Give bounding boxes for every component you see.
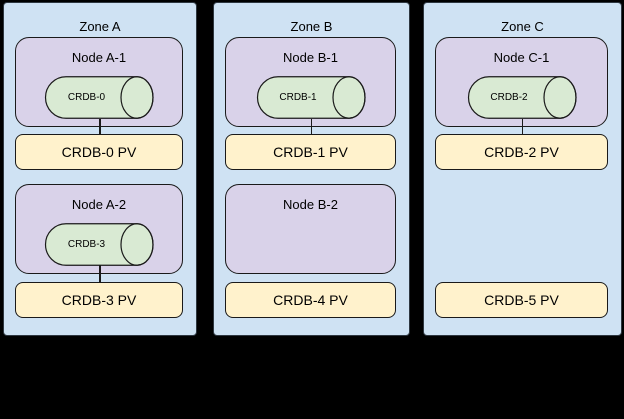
pv-box-crdb-2: CRDB-2 PV (435, 134, 608, 170)
pod-pv-connector (99, 265, 101, 283)
pod-cylinder-crdb-1: CRDB-1 (256, 76, 366, 119)
pod-label: CRDB-2 (490, 92, 528, 103)
node-title: Node B-2 (283, 197, 338, 212)
pv-label: CRDB-5 PV (484, 292, 559, 308)
cylinder-shape (467, 76, 577, 119)
zone-a: Zone A Node A-1 CRDB-0 CRDB-0 PV Node A-… (3, 2, 197, 336)
pod-pv-connector (310, 119, 312, 135)
node-title: Node A-2 (71, 197, 127, 212)
node-b2-empty: Node B-2 (225, 184, 396, 274)
node-b1: Node B-1 CRDB-1 (225, 37, 396, 127)
node-a1: Node A-1 CRDB-0 (15, 37, 183, 127)
cylinder-shape (256, 76, 366, 119)
pv-box-crdb-4: CRDB-4 PV (225, 282, 396, 318)
pv-label: CRDB-3 PV (61, 292, 137, 308)
pod-label: CRDB-0 (67, 92, 106, 103)
pv-box-crdb-0: CRDB-0 PV (15, 134, 183, 170)
pod-label: CRDB-1 (279, 92, 317, 103)
pv-label: CRDB-0 PV (61, 144, 137, 160)
zone-c: Zone C Node C-1 CRDB-2 CRDB-2 PV CRDB-5 … (423, 2, 622, 336)
pv-box-crdb-3: CRDB-3 PV (15, 282, 183, 318)
pv-label: CRDB-4 PV (273, 292, 348, 308)
node-c1: Node C-1 CRDB-2 (435, 37, 608, 127)
node-title: Node B-1 (283, 50, 338, 65)
pod-pv-connector (99, 119, 101, 135)
pod-label: CRDB-3 (67, 239, 106, 250)
pod-pv-connector (521, 119, 523, 135)
pod-cylinder-crdb-3: CRDB-3 (44, 223, 154, 266)
cylinder-shape (44, 223, 154, 266)
zone-b: Zone B Node B-1 CRDB-1 CRDB-1 PV Node B-… (213, 2, 410, 336)
cylinder-shape (44, 76, 154, 119)
node-title: Node C-1 (493, 50, 550, 65)
zone-title: Zone A (79, 19, 121, 34)
node-title: Node A-1 (71, 50, 127, 65)
pv-box-crdb-5: CRDB-5 PV (435, 282, 608, 318)
node-a2: Node A-2 CRDB-3 (15, 184, 183, 274)
pod-cylinder-crdb-0: CRDB-0 (44, 76, 154, 119)
pv-label: CRDB-2 PV (484, 144, 559, 160)
pod-cylinder-crdb-2: CRDB-2 (467, 76, 577, 119)
zone-title: Zone B (290, 19, 333, 34)
pv-box-crdb-1: CRDB-1 PV (225, 134, 396, 170)
pv-label: CRDB-1 PV (273, 144, 348, 160)
zone-title: Zone C (501, 19, 544, 34)
